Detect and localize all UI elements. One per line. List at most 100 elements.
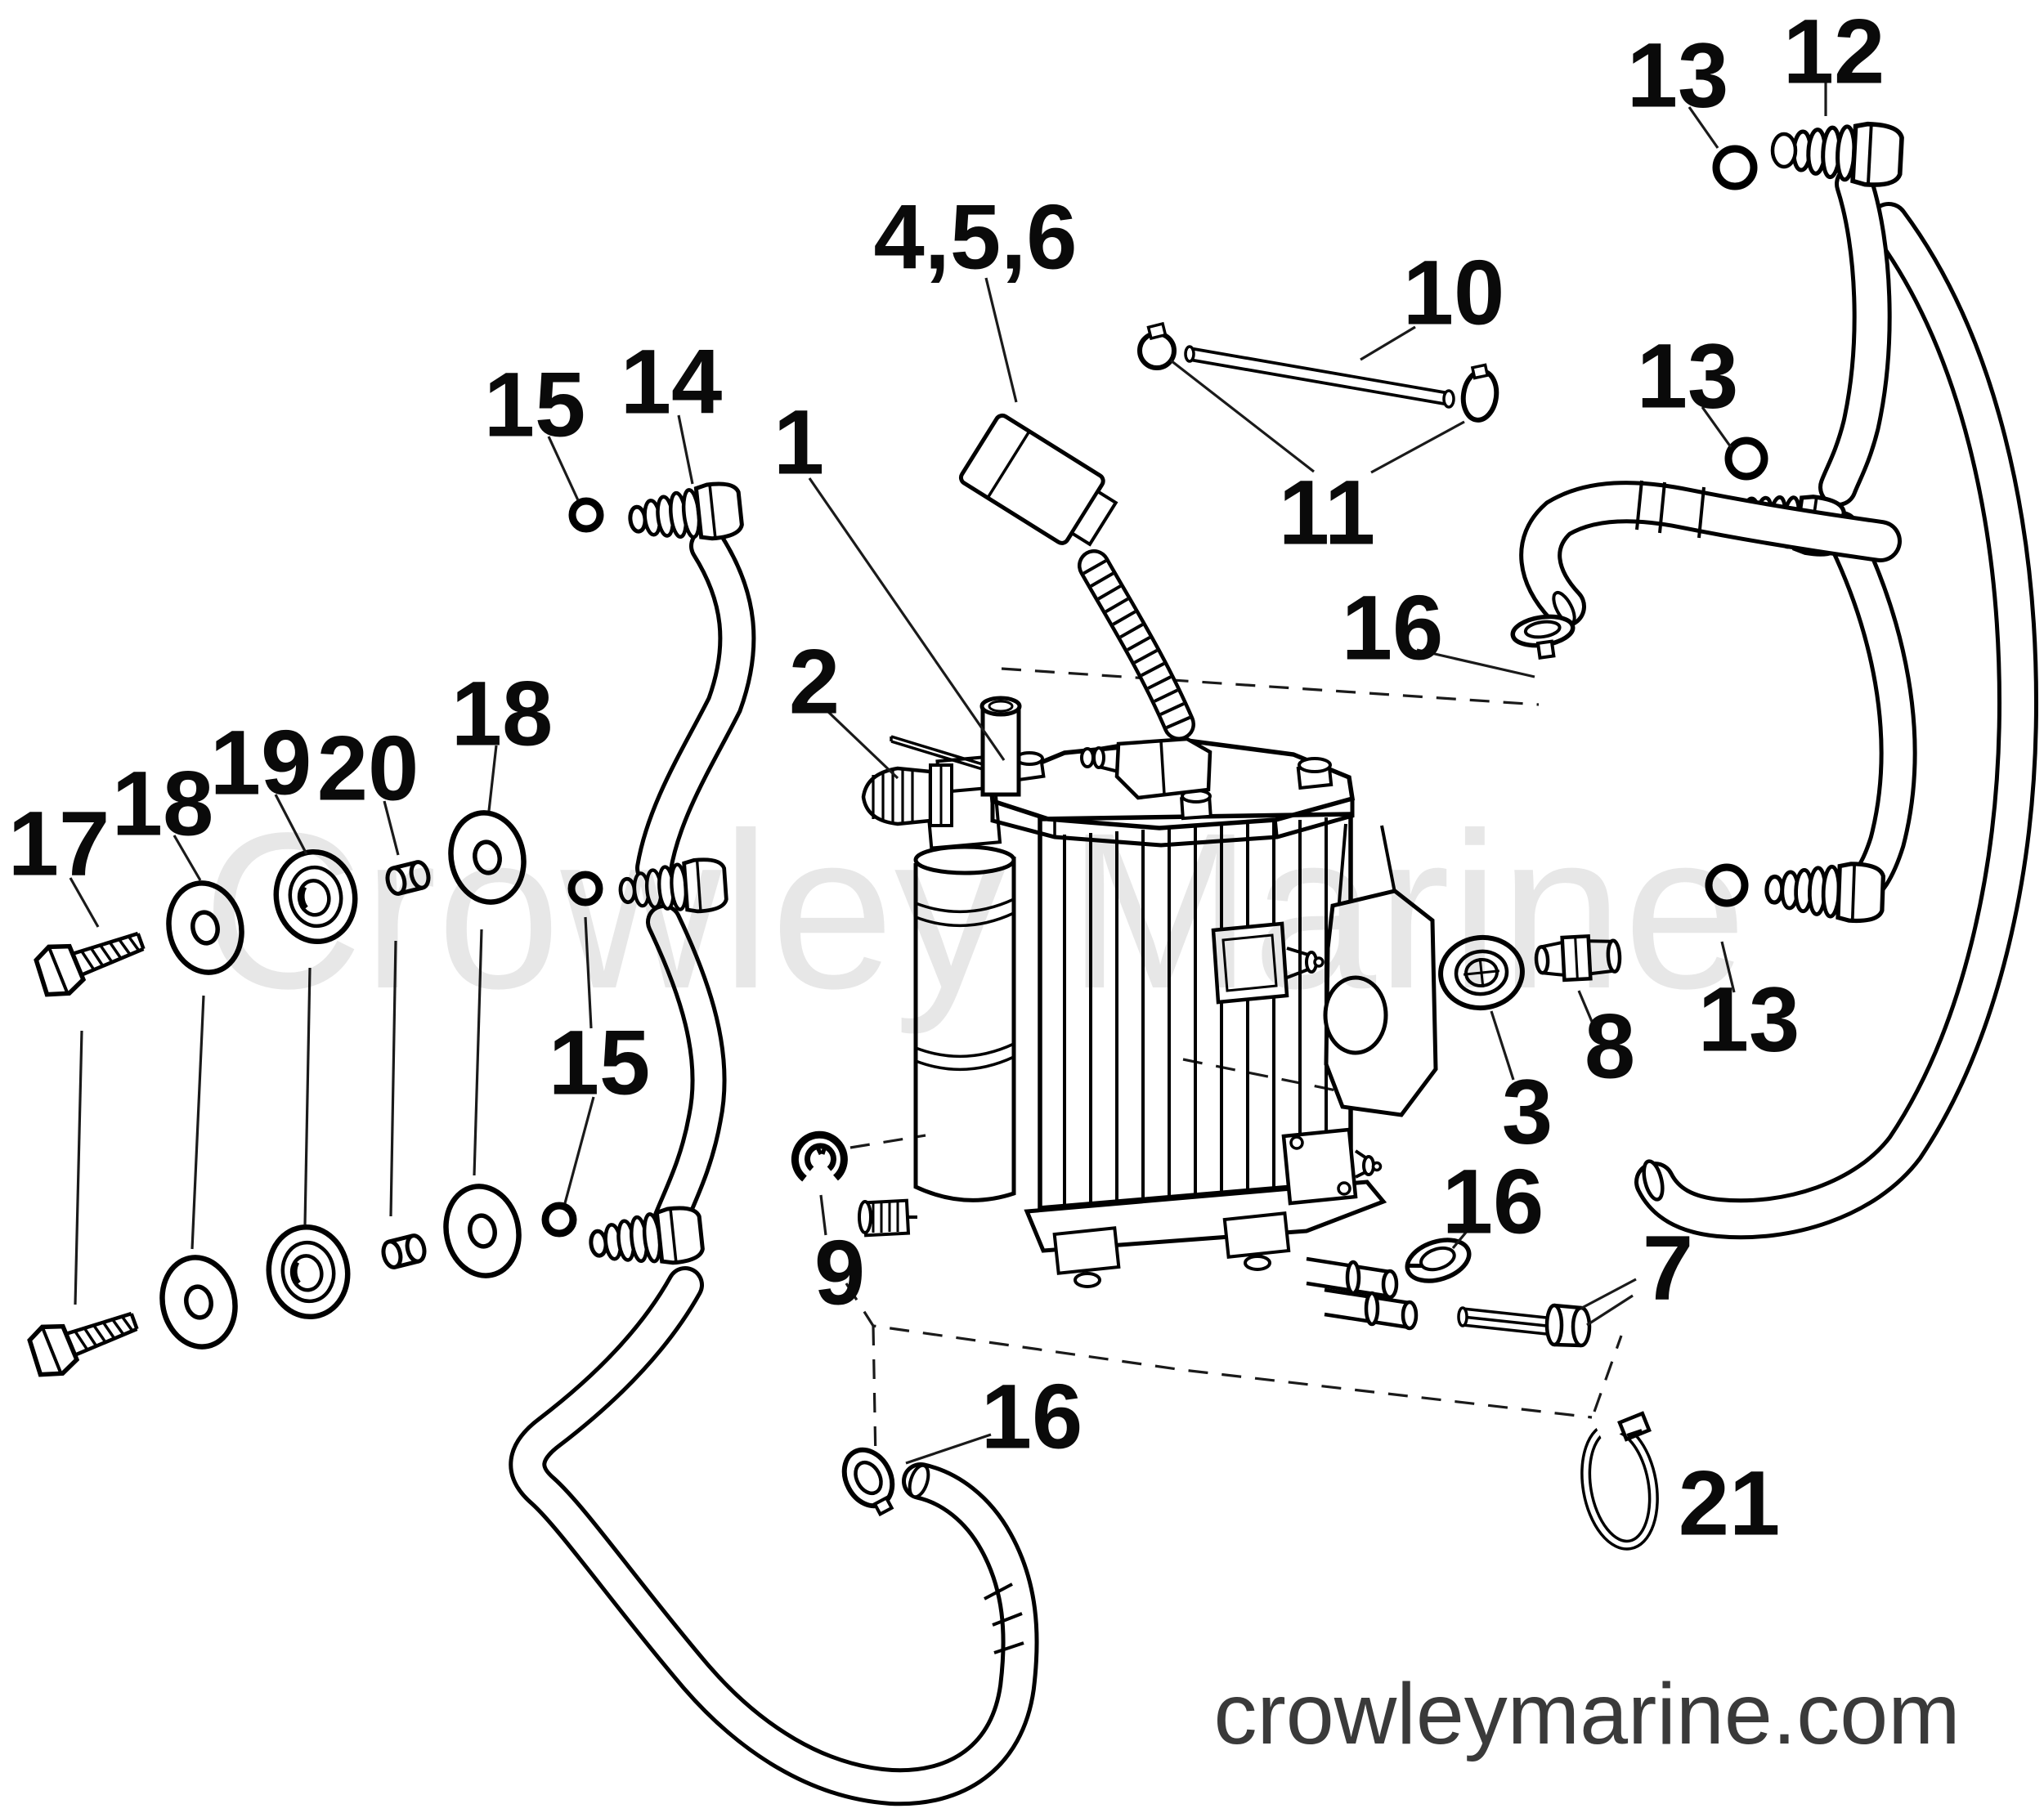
clamp-11-right <box>1460 363 1499 423</box>
left-hose-tube <box>509 527 1039 1806</box>
leader-line-20-3 <box>383 800 400 856</box>
leader-line-20-3 <box>389 940 397 1217</box>
leader-line-17-0 <box>69 877 100 928</box>
washer-18-d <box>438 1180 527 1283</box>
leader-line-18-4 <box>487 745 498 812</box>
leader-line-9-22 <box>819 1194 827 1236</box>
callout-4,5,6-9: 4,5,6 <box>873 186 1077 289</box>
leader-line-13-12 <box>1688 106 1719 149</box>
banjo-fitting-branch <box>1766 861 1884 921</box>
mounting-bracket <box>1323 823 1438 1117</box>
callout-16-15: 16 <box>1342 577 1444 679</box>
cap-stub-pipe <box>979 696 1022 797</box>
bolt-17-lower <box>25 1296 142 1381</box>
grommet-3 <box>1438 934 1525 1011</box>
callout-14-6: 14 <box>621 331 723 433</box>
leader-line-7-20 <box>1580 1278 1637 1310</box>
callout-15-23: 15 <box>549 1012 651 1114</box>
leader-line-16-24 <box>905 1433 992 1465</box>
leader-line-19-2 <box>274 794 308 855</box>
o-ring-15-bottom <box>541 1202 577 1238</box>
callout-9-22: 9 <box>814 1222 865 1324</box>
leader-line-18-1 <box>173 835 202 881</box>
spacer-20-lower <box>381 1233 427 1269</box>
leader-line-3-18 <box>1490 1010 1515 1081</box>
leader-line-15-23 <box>584 916 593 1029</box>
e-clip <box>791 1130 848 1182</box>
o-ring-15-middle <box>567 871 603 906</box>
callout-19-2: 19 <box>210 712 312 814</box>
callout-8-17: 8 <box>1585 996 1635 1098</box>
bolt-7 <box>1457 1303 1592 1348</box>
hose-clamp-21 <box>1580 1411 1659 1551</box>
callout-12-13: 12 <box>1783 1 1885 103</box>
seal-16-bottom-left <box>841 1447 895 1517</box>
side-boss-lower <box>1281 1127 1383 1206</box>
outlet-pipes <box>1306 1256 1419 1331</box>
callout-11-11: 11 <box>1279 462 1375 564</box>
hose-horizontal <box>1519 480 1902 628</box>
callout-17-0: 17 <box>8 793 110 895</box>
leader-line-14-6 <box>677 414 694 485</box>
leader-line-11-11 <box>1370 420 1465 474</box>
callout-15-5: 15 <box>484 354 586 456</box>
leader-line-13-16 <box>1720 941 1736 993</box>
seal-16-upper-right <box>1510 614 1576 660</box>
leader-line-18-4 <box>473 929 483 1176</box>
fitting-8 <box>1534 933 1622 983</box>
o-ring-13-middle <box>1724 436 1768 481</box>
leader-line-16-15 <box>1416 648 1535 678</box>
callout-16-24: 16 <box>981 1366 1083 1468</box>
o-ring-13-top <box>1712 145 1758 190</box>
hose-branch-lower <box>1822 511 1917 910</box>
leader-line-7-20 <box>1586 1294 1634 1327</box>
right-hose-harness <box>1519 119 2039 1240</box>
leader-line-18-1 <box>191 995 205 1250</box>
cap-fitting-block <box>1080 736 1213 800</box>
seal-16-lower-right <box>1405 1238 1472 1283</box>
callout-2-8: 2 <box>789 631 840 733</box>
clamp-11-left <box>1137 321 1177 370</box>
wire-conduit <box>1078 549 1195 741</box>
left-fuel-hose <box>509 481 1039 1806</box>
vent-tube-assembly <box>1137 321 1499 423</box>
callout-18-1: 18 <box>112 753 214 855</box>
leader-line-11-11 <box>1170 359 1315 473</box>
hose-upper-12 <box>1818 164 1892 507</box>
callout-10-10: 10 <box>1403 242 1505 344</box>
banjo-fitting-top <box>628 481 743 547</box>
banjo-fitting-bottom <box>589 1206 704 1271</box>
leader-line-15-23 <box>563 1096 595 1204</box>
leader-line-4,5,6-9 <box>984 277 1018 403</box>
leader-line-10-10 <box>1360 325 1416 361</box>
o-ring-13-lower <box>1705 863 1749 907</box>
leader-line-15-5 <box>547 436 580 501</box>
leader-line-17-0 <box>74 1030 83 1305</box>
callout-21-21: 21 <box>1679 1453 1781 1555</box>
bolt-17-upper <box>32 916 149 1001</box>
callout-16-19: 16 <box>1442 1151 1544 1253</box>
leader-line-1-7 <box>808 477 1006 761</box>
site-url-text: crowleymarine.com <box>1213 1666 1960 1762</box>
hose-long-outer <box>1634 202 2039 1240</box>
leader-line-19-2 <box>303 967 312 1225</box>
washer-18-c <box>155 1251 244 1354</box>
tube-10 <box>1184 345 1455 409</box>
knurled-stub <box>858 1198 917 1238</box>
callout-13-12: 13 <box>1627 25 1729 127</box>
leader-line-13-14 <box>1701 406 1732 448</box>
leader-line-2-8 <box>825 709 899 780</box>
o-ring-15-top <box>568 497 604 533</box>
callout-1-7: 1 <box>773 392 824 494</box>
side-boss-upper <box>1211 921 1325 1005</box>
electrical-connector <box>958 413 1118 547</box>
filter-splined-connector <box>861 763 953 827</box>
callout-18-4: 18 <box>451 663 554 765</box>
callout-3-18: 3 <box>1502 1061 1553 1163</box>
grommet-19-lower <box>262 1221 355 1323</box>
callout-13-14: 13 <box>1637 325 1739 428</box>
watermark-text: Crowley Marine <box>202 786 1746 1036</box>
